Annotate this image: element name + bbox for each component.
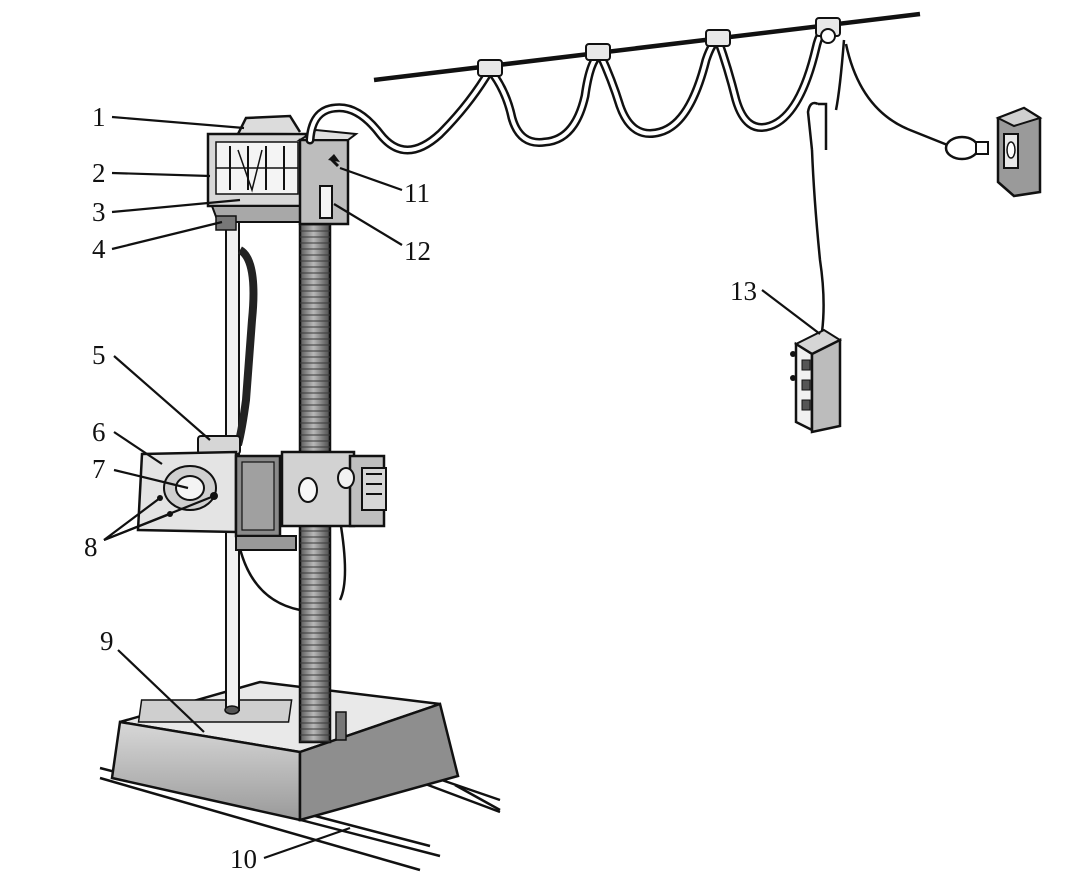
base-carriage (110, 680, 460, 822)
callout-1: 1 (92, 102, 106, 132)
arm-cable (236, 519, 347, 612)
control-pendant (790, 328, 843, 434)
callout-10: 10 (230, 844, 257, 874)
power-plug (844, 43, 989, 161)
callout-7: 7 (92, 454, 106, 484)
callout-5: 5 (92, 340, 106, 370)
callout-2: 2 (92, 158, 106, 188)
welding-arm (136, 435, 387, 551)
callout-6: 6 (92, 417, 106, 447)
callout-13: 13 (730, 276, 757, 306)
wall-socket (995, 106, 1043, 198)
cable-trolleys (477, 17, 841, 77)
top-motor-head (206, 114, 359, 231)
callout-8: 8 (84, 532, 98, 562)
leader-lines (103, 115, 821, 860)
pendant-cable (806, 39, 846, 333)
callout-11: 11 (404, 178, 430, 208)
callout-12: 12 (404, 236, 431, 266)
drive-belt (234, 246, 258, 447)
callout-9: 9 (100, 626, 114, 656)
callout-4: 4 (92, 234, 106, 264)
callout-labels: 1 2 3 4 5 6 7 8 9 10 11 12 13 (84, 102, 757, 874)
callout-3: 3 (92, 197, 106, 227)
